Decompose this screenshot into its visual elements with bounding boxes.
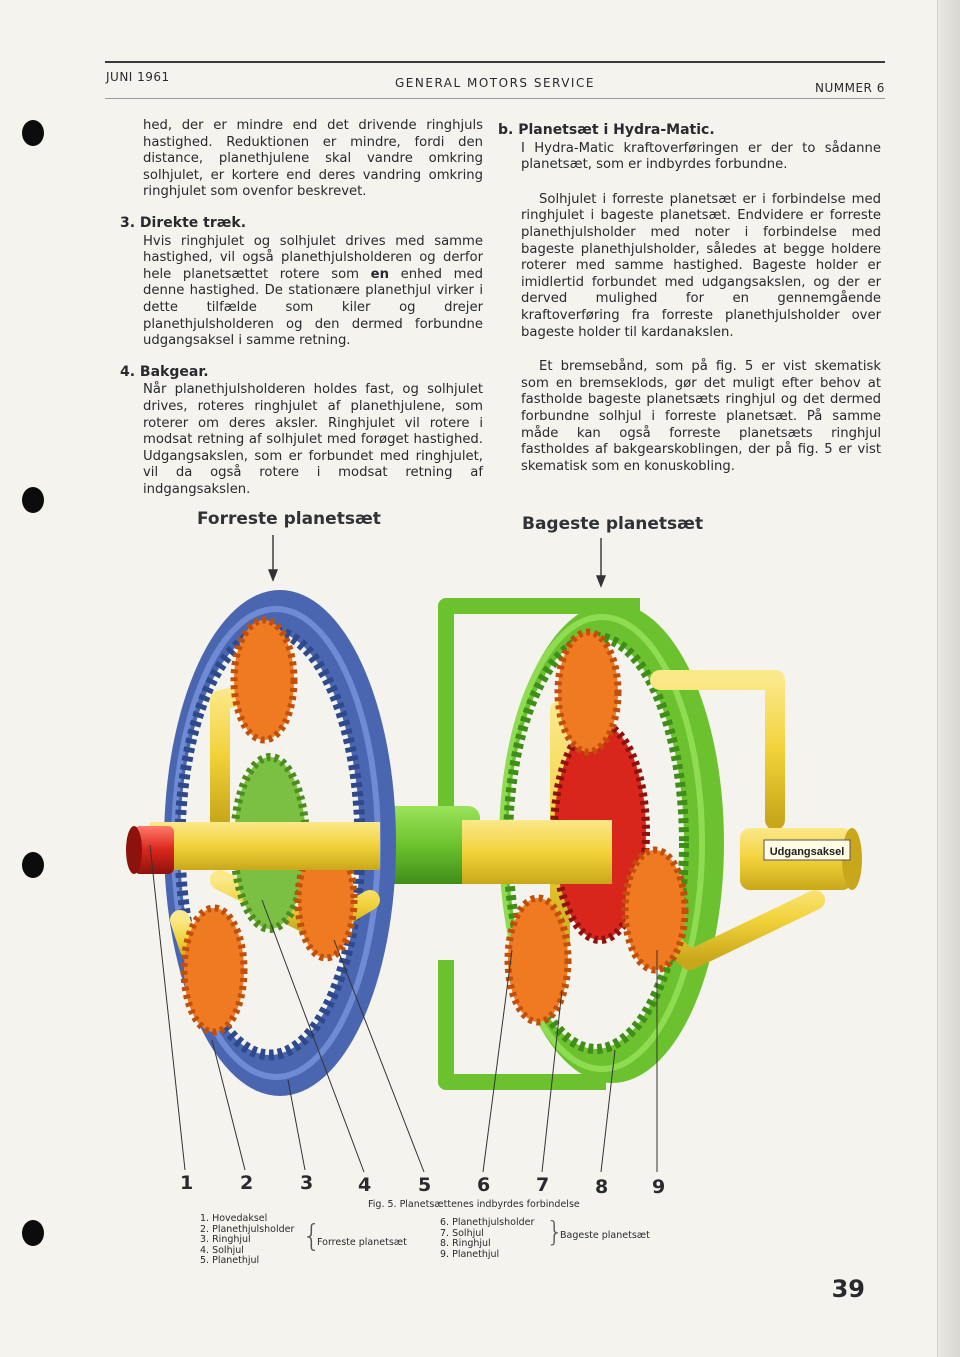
callout-6: 6 (477, 1174, 491, 1196)
paragraph-brake: Et bremsebånd, som på fig. 5 er vist ske… (521, 359, 881, 474)
header-rule-thin (105, 98, 885, 99)
callout-7: 7 (536, 1174, 550, 1196)
intro-paragraph: hed, der er mindre end det drivende ring… (143, 118, 483, 200)
legend-rear-group: Bageste planetsæt (560, 1230, 650, 1241)
rear-planet-gears (504, 628, 689, 1026)
section-3-title: 3. Direkte træk. (120, 214, 247, 231)
legend-front: 1. Hovedaksel 2. Planethjulsholder 3. Ri… (200, 1213, 295, 1266)
section-b-title: b. Planetsæt i Hydra-Matic. (498, 122, 715, 138)
section-3-body: Hvis ringhjulet og solhjulet drives med … (143, 233, 483, 349)
figure-label-rear: Bageste planetsæt (522, 514, 704, 534)
callout-3: 3 (300, 1172, 314, 1194)
section-4-body: Når planethjulsholderen holdes fast, og … (143, 382, 483, 497)
main-shaft (126, 822, 380, 874)
header-date: JUNI 1961 (106, 70, 170, 84)
right-column: b. Planetsæt i Hydra-Matic. I Hydra-Mati… (498, 122, 881, 489)
front-planet-gears (180, 616, 358, 1036)
rear-carrier-frame (438, 598, 640, 1090)
paragraph-connection: Solhjulet i forreste planetsæt er i forb… (521, 191, 881, 340)
arrow-front (267, 535, 279, 582)
callout-9: 9 (652, 1176, 666, 1198)
header-publication: GENERAL MOTORS SERVICE (395, 76, 595, 90)
punch-hole (22, 852, 44, 878)
figure-label-front: Forreste planetsæt (197, 509, 381, 529)
section-b-body: I Hydra-Matic kraftoverføringen er der t… (521, 140, 881, 173)
header-rule (105, 61, 885, 63)
page-edge (937, 0, 960, 1357)
legend-rear: 6. Planethjulsholder 7. Solhjul 8. Ringh… (440, 1217, 535, 1260)
punch-hole (22, 487, 44, 513)
central-sleeve (370, 806, 480, 884)
output-shaft (462, 820, 862, 890)
legend-front-brace: { (302, 1219, 322, 1254)
callout-5: 5 (418, 1174, 432, 1196)
legend-front-group: Forreste planetsæt (317, 1237, 407, 1248)
header-issue: NUMMER 6 (815, 81, 885, 95)
callout-1: 1 (180, 1172, 194, 1194)
section-4-title: 4. Bakgear. (120, 363, 209, 380)
callout-4: 4 (358, 1174, 372, 1196)
punch-hole (22, 1220, 44, 1246)
figure-caption: Fig. 5. Planetsættenes indbyrdes forbind… (368, 1199, 580, 1210)
callout-2: 2 (240, 1172, 254, 1194)
callout-8: 8 (595, 1176, 609, 1198)
legend-rear-brace: } (546, 1215, 564, 1248)
punch-hole (22, 120, 44, 146)
shaft-label: Udgangsaksel (770, 846, 845, 858)
left-column: hed, der er mindre end det drivende ring… (120, 118, 483, 512)
arrow-rear (595, 538, 607, 588)
leader-lines (149, 844, 658, 1173)
page-number: 39 (831, 1275, 865, 1303)
